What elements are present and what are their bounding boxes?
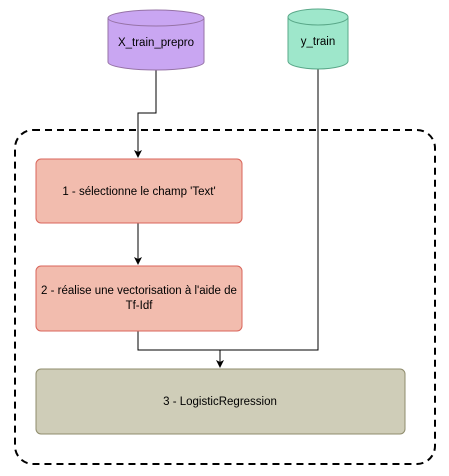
- step-1-box: [36, 159, 242, 223]
- x-train-cylinder-top: [108, 10, 204, 26]
- edge-step2-to-step3: [137, 331, 224, 368]
- y-train-cylinder-top: [288, 9, 348, 25]
- y-train-label: y_train: [301, 36, 336, 48]
- step-2-tfidf-vectorisation: 2 - réalise une vectorisation à l'aide d…: [35, 265, 243, 332]
- step-1-label: 1 - sélectionne le champ 'Text': [62, 186, 215, 198]
- step-2-label-line-2: Tf-Idf: [126, 300, 154, 312]
- step-1-select-text-field: 1 - sélectionne le champ 'Text': [35, 158, 243, 224]
- step-2-box: [36, 266, 242, 331]
- pipeline-container: [14, 129, 436, 465]
- edges: [134, 69, 319, 368]
- x-train-prepro-label: X_train_prepro: [118, 37, 194, 49]
- step-2-label-line-1: 2 - réalise une vectorisation à l'aide d…: [41, 285, 237, 297]
- step-2-box-outline: [35, 265, 243, 332]
- x-train-cylinder-body: [108, 18, 204, 70]
- x-train-prepro-database: X_train_prepro: [107, 9, 205, 71]
- y-train-database: y_train: [287, 8, 349, 70]
- edge-xtrain-to-step1: [134, 70, 157, 158]
- step-3-label: 3 - LogisticRegression: [163, 396, 277, 408]
- x-train-cylinder-top-outline: [107, 9, 205, 27]
- step-3-logistic-regression: 3 - LogisticRegression: [35, 368, 406, 435]
- edge-ytrain-to-step3: [220, 69, 319, 351]
- step-1-box-outline: [35, 158, 243, 224]
- x-train-cylinder-outline: [107, 18, 205, 71]
- step-3-box: [36, 369, 405, 434]
- y-train-cylinder-outline: [287, 17, 349, 70]
- y-train-cylinder-top-outline: [287, 8, 349, 26]
- step-3-box-outline: [35, 368, 406, 435]
- y-train-cylinder-body: [288, 17, 348, 69]
